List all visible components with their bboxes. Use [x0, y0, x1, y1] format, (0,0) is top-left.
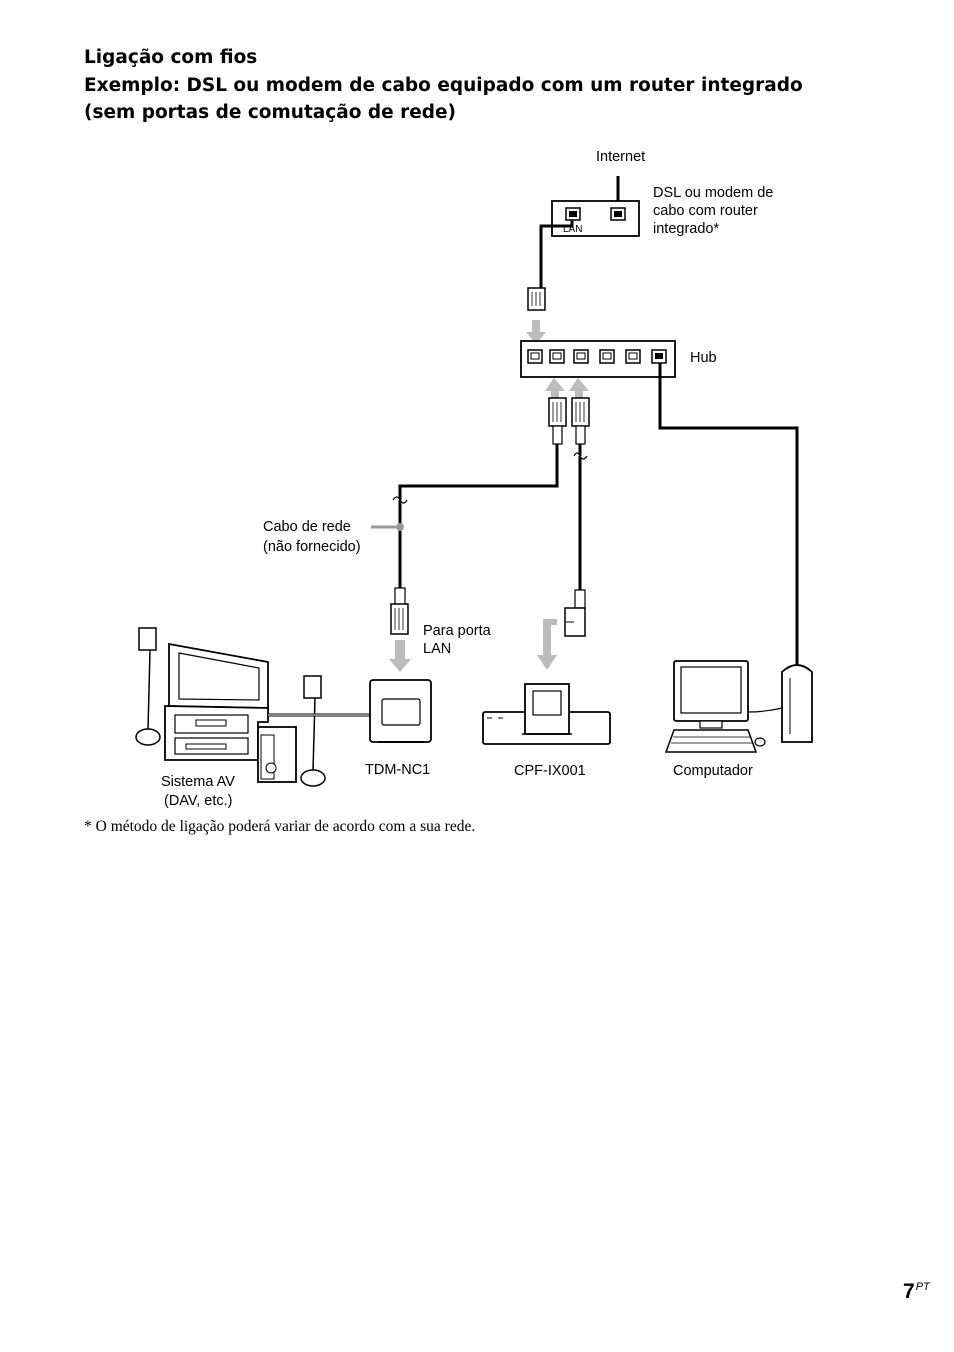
lan-port-to-label-line-2: LAN: [423, 641, 451, 657]
modem-label-line-2: cabo com router: [653, 203, 758, 219]
arrow-down-icon: [526, 320, 546, 344]
heading-line-1: Ligação com fios: [84, 47, 258, 68]
cable-label-line-2: (não fornecido): [263, 539, 361, 555]
page-number-value: 7: [903, 1280, 915, 1303]
cpf-label: CPF-IX001: [514, 763, 586, 779]
hub-port-icons: [527, 349, 667, 364]
av-system-icon: [135, 627, 326, 787]
arrow-down-icon: [537, 622, 557, 670]
connection-diagram: Internet LAN DSL ou modem de cabo com ro…: [135, 149, 813, 809]
rj45-plug-icon: [390, 587, 409, 635]
cable-label-line-1: Cabo de rede: [263, 519, 351, 535]
section-heading: Ligação com fios Exemplo: DSL ou modem d…: [84, 44, 904, 127]
page-number: 7PT: [903, 1280, 930, 1304]
cable-break-icon: [573, 452, 588, 460]
rj45-plug-icon: [527, 287, 546, 311]
rj45-plug-icon: [564, 589, 586, 637]
internet-label: Internet: [596, 149, 645, 165]
tdm-nc1-device-icon: [369, 679, 432, 743]
modem-label-line-3: integrado*: [653, 221, 719, 237]
tdm-label: TDM-NC1: [365, 762, 430, 778]
footnote: * O método de ligação poderá variar de a…: [84, 818, 476, 835]
network-hub: [520, 340, 676, 378]
arrow-down-icon: [389, 640, 411, 672]
arrow-up-icon: [569, 378, 589, 398]
computer-icon: [664, 660, 813, 753]
lan-port-label: LAN: [563, 224, 582, 235]
heading-line-3: (sem portas de comutação de rede): [84, 102, 457, 123]
heading-line-2: Exemplo: DSL ou modem de cabo equipado c…: [84, 74, 803, 96]
modem-router: LAN: [551, 200, 640, 237]
lan-port-to-label-line-1: Para porta: [423, 623, 492, 639]
computer-network-cable: [658, 363, 799, 666]
rj45-plug-icon: [571, 397, 590, 427]
tdm-network-cable: [398, 444, 559, 588]
arrow-up-icon: [545, 378, 565, 398]
computer-label: Computador: [673, 763, 753, 779]
cpf-ix001-device-icon: [482, 683, 611, 745]
page-language-suffix: PT: [915, 1281, 930, 1293]
modem-to-hub-cable: [539, 220, 574, 288]
modem-label-line-1: DSL ou modem de: [653, 185, 773, 201]
av-system-label-line-2: (DAV, etc.): [164, 793, 233, 809]
hub-label: Hub: [690, 350, 717, 366]
cable-break-icon: [392, 496, 408, 504]
av-system-label-line-1: Sistema AV: [161, 774, 235, 790]
rj45-plug-icon: [548, 397, 567, 427]
